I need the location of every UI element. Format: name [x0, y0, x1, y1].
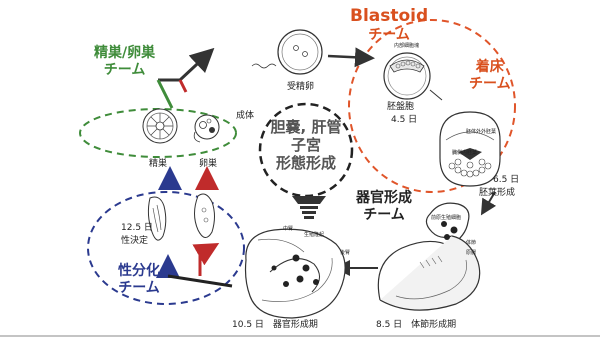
blastoid-team-label: Blastoid チーム	[350, 6, 429, 43]
blastoid-team-ellipse	[348, 19, 516, 193]
blastocyst-annotation-top: 内部細胞塊	[394, 43, 420, 49]
arrow-to-somite	[480, 191, 497, 216]
gonad-team-label: 精巣/卵巣 チーム	[94, 45, 156, 78]
adult-label: 成体	[236, 111, 255, 121]
arrow-egg-to-blastocyst	[327, 47, 375, 68]
sex-determination-label: 性決定	[121, 236, 149, 246]
embryo-annotation-a: 前原生殖細胞	[431, 215, 462, 221]
sex-team-arrow	[156, 243, 233, 288]
blastocyst-label: 胚盤胞	[387, 102, 415, 112]
gonad-team-arrow	[156, 47, 215, 109]
center-text: 胆嚢, 肝管 子宮 形態形成	[270, 118, 342, 172]
organ-annotation-b: 生殖隆起	[304, 232, 325, 238]
sex-day-label: 12.5 日	[121, 223, 153, 233]
somite-stage-label: 8.5 日 体節形成期	[376, 320, 457, 330]
organ-embryo-drawing	[244, 228, 346, 319]
sex-team-label: 性分化 チーム	[118, 263, 160, 296]
sex-team-ellipse	[87, 191, 245, 305]
organ-stage-label: 10.5 日 器官形成期	[232, 320, 318, 330]
ovary-label: 卵巣	[199, 159, 218, 169]
blastocyst-day-label: 4.5 日	[391, 115, 418, 125]
egg-cylinder-annotation-b: 臓側内胚葉	[452, 150, 478, 156]
fertilized-egg	[251, 29, 323, 75]
organ-team-icon	[292, 196, 326, 219]
somite-embryo-drawing	[377, 202, 481, 311]
gastrulation-day-label: 6.5 日	[493, 175, 520, 185]
organ-annotation-a: 中腎	[283, 226, 294, 232]
embryo-annotation-c: 原腸	[466, 250, 477, 256]
blastocyst-connector	[429, 89, 443, 101]
organ-annotation-c: 後腎	[340, 250, 351, 256]
ovary-drawing	[193, 114, 220, 143]
egg-cylinder-annotation-a: 胚体外外胚葉	[466, 129, 497, 135]
fertilized-egg-label: 受精卵	[287, 82, 315, 92]
testis-label: 精巣	[149, 159, 168, 169]
organ-team-label: 器官形成 チーム	[356, 190, 412, 223]
implant-team-label: 着床 チーム	[469, 59, 511, 92]
blastocyst-drawing	[383, 52, 431, 100]
gonad-12-5-drawing	[147, 193, 215, 241]
embryo-annotation-b: 体節	[466, 240, 477, 246]
egg-cylinder-drawing	[439, 111, 501, 187]
testis-drawing	[142, 108, 178, 144]
gastrulation-label: 胚葉形成	[479, 188, 516, 198]
